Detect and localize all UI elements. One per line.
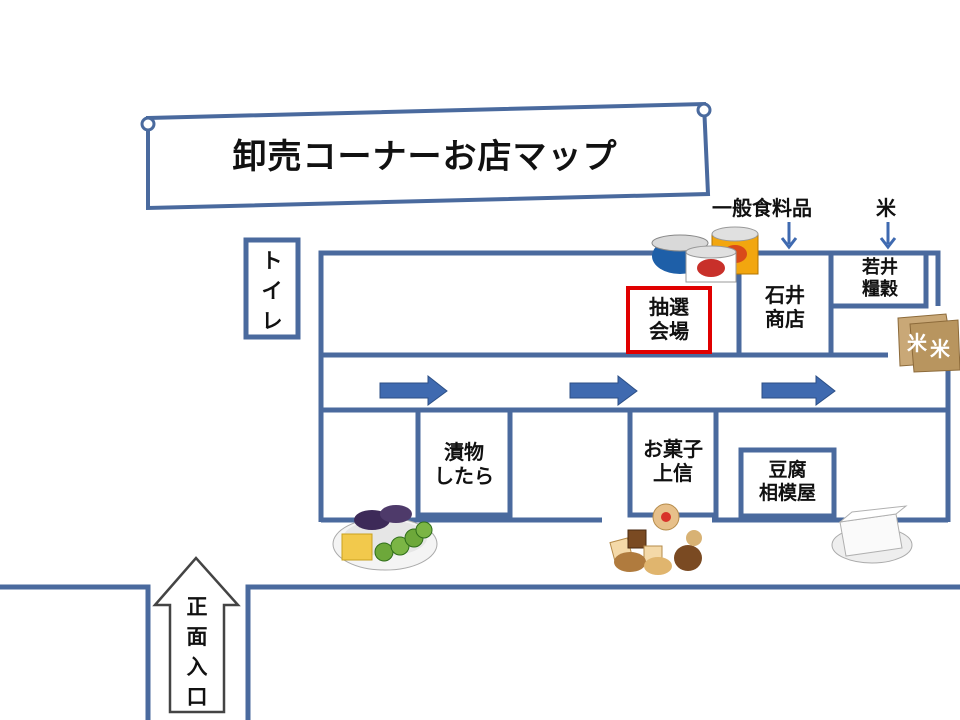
lottery-line-2: 会場 [649,319,689,343]
tofu-line-2: 相模屋 [758,481,816,504]
okashi-shop-label: お菓子 上信 [630,437,716,485]
rice-bag-icon: 米 米 [897,313,960,373]
ishii-shop-label: 石井 商店 [745,283,825,331]
wakai-shop-label: 若井 糧穀 [840,257,920,300]
store-walls [318,250,951,523]
sweets-icon [609,503,702,575]
flow-arrows [379,374,836,406]
title-banner [140,101,712,211]
canned-food-icon [651,226,759,283]
tsukemono-line-2: したら [434,464,494,488]
svg-text:米: 米 [930,337,951,361]
entrance-label: 正面入口 [186,595,208,709]
entrance-arrow [152,556,241,714]
okashi-line-2: 上信 [653,461,693,485]
ishii-line-1: 石井 [765,283,805,307]
tofu-shop-box [738,447,837,519]
tofu-shop-label: 豆腐 相模屋 [743,459,832,505]
tsukemono-line-1: 漬物 [444,440,484,464]
tofu-icon [831,505,913,564]
okashi-line-1: お菓子 [643,437,703,461]
restroom-box [243,237,301,340]
page-title: 卸売コーナーお店マップ [232,137,618,177]
lottery-line-1: 抽選 [649,295,689,319]
ishii-line-2: 商店 [765,307,805,331]
down-arrows [780,222,897,250]
street-line [0,584,960,720]
wakai-line-2: 糧穀 [862,278,898,300]
restroom-label: トイレ [261,249,283,333]
svg-text:米: 米 [907,331,928,355]
wakai-line-1: 若井 [862,257,898,278]
tsukemono-shop-label: 漬物 したら [420,440,508,488]
rice-label: 米 [876,196,896,220]
general-food-label: 一般食料品 [712,196,812,220]
pickles-icon [332,505,438,571]
lottery-venue-label: 抽選 会場 [630,295,708,343]
tofu-line-1: 豆腐 [768,459,807,481]
lottery-venue-box [626,286,712,354]
